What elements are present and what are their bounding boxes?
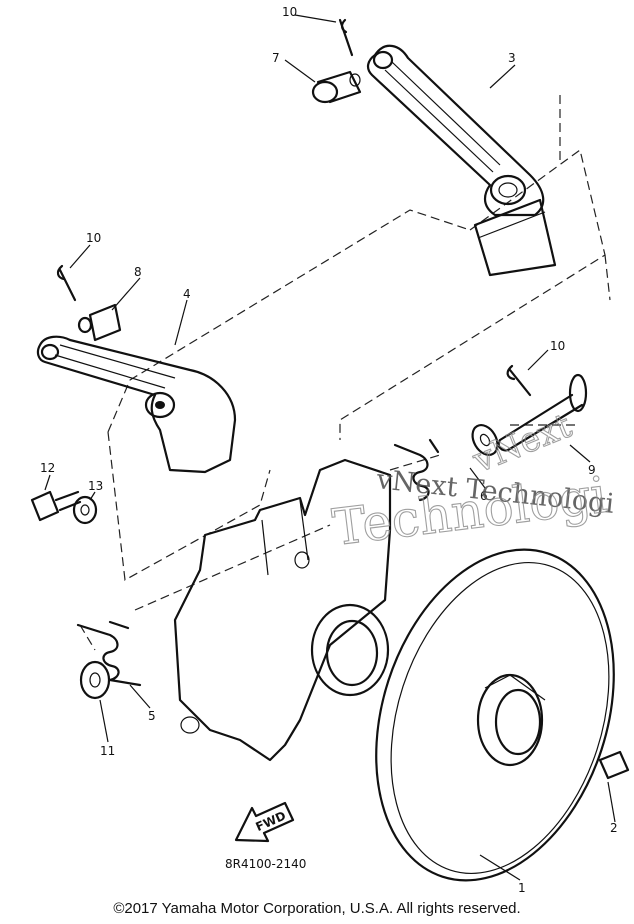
callout-3: 3 <box>508 51 516 65</box>
housing-body <box>173 458 392 762</box>
watermark: vNext vNext Technologi Technologi <box>329 405 616 557</box>
callout-6: 6 <box>480 489 488 503</box>
part-6-spring-washer <box>393 423 499 502</box>
callout-10-top: 10 <box>282 5 297 19</box>
part-3-upper-arm <box>366 44 557 277</box>
part-7-shaft <box>311 70 362 104</box>
part-2-key <box>598 750 630 780</box>
part-5-spring <box>76 620 142 687</box>
callout-5: 5 <box>148 709 156 723</box>
callout-1: 1 <box>518 881 526 895</box>
drawing-number: 8R4100-2140 <box>225 857 306 871</box>
fwd-direction-arrow: FWD <box>234 801 295 843</box>
callout-4: 4 <box>183 287 191 301</box>
part-12-bolt <box>30 490 82 522</box>
part-4-lower-arm <box>36 335 237 474</box>
part-8-pin-block <box>77 303 122 342</box>
callout-7: 7 <box>272 51 280 65</box>
callout-numbers: 10 7 3 10 8 4 10 9 6 12 13 5 11 1 2 <box>40 5 618 895</box>
callout-10-left: 10 <box>86 231 101 245</box>
callout-11: 11 <box>100 744 115 758</box>
copyright-notice: ©2017 Yamaha Motor Corporation, U.S.A. A… <box>113 900 521 917</box>
callout-2: 2 <box>610 821 618 835</box>
callout-10-right: 10 <box>550 339 565 353</box>
assembly-guide-lines <box>79 95 611 651</box>
part-11-washer <box>79 660 111 700</box>
part-13-nut <box>72 495 98 525</box>
part-9-pin <box>497 373 588 452</box>
callout-8: 8 <box>134 265 142 279</box>
callout-13: 13 <box>88 479 103 493</box>
callout-12: 12 <box>40 461 55 475</box>
callout-leader-lines <box>44 14 616 881</box>
part-10-cotter-pins <box>56 18 532 397</box>
part-1-sheave-disc <box>375 548 615 882</box>
callout-9: 9 <box>588 463 596 477</box>
